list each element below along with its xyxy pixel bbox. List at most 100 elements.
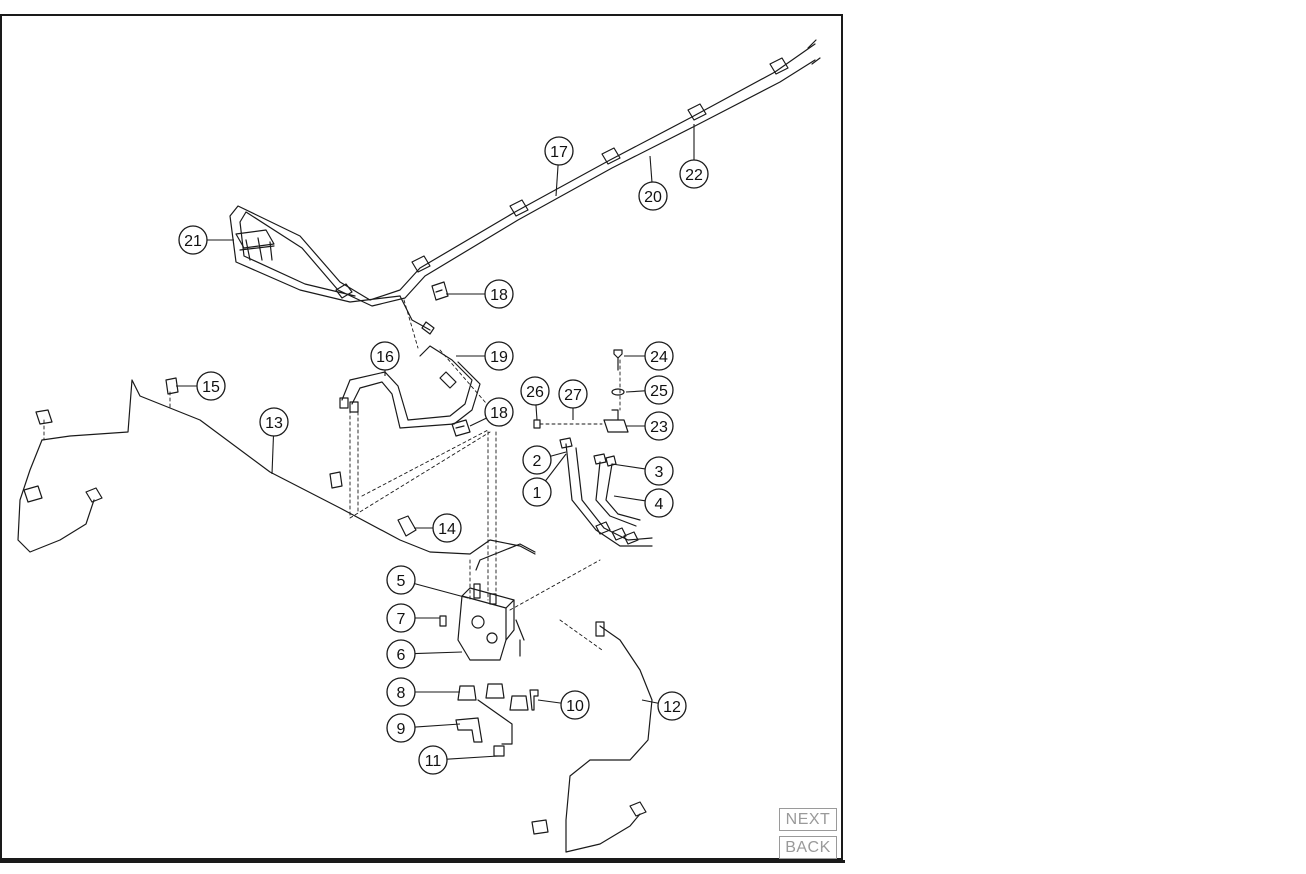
callout-26: 26 bbox=[520, 376, 550, 421]
callout-leader bbox=[469, 417, 487, 427]
callout-number: 18 bbox=[490, 405, 508, 422]
pipes-1-4 bbox=[559, 437, 653, 547]
callout-circle bbox=[638, 181, 668, 211]
callout-circle bbox=[644, 341, 674, 371]
callout-22: 22 bbox=[679, 124, 709, 189]
callout-number: 6 bbox=[397, 647, 406, 664]
callout-number: 11 bbox=[425, 753, 442, 770]
callout-number: 20 bbox=[644, 189, 662, 206]
callout-25: 25 bbox=[625, 375, 674, 405]
callout-23: 23 bbox=[626, 411, 674, 441]
callout-number: 17 bbox=[550, 144, 568, 161]
callout-circle bbox=[386, 603, 416, 633]
callout-number: 23 bbox=[650, 419, 668, 436]
callout-circle bbox=[558, 379, 588, 409]
callout-circle bbox=[560, 690, 590, 720]
diagram-frame bbox=[0, 14, 843, 860]
callout-21: 21 bbox=[178, 225, 234, 255]
callout-number: 3 bbox=[655, 464, 664, 481]
callout-15: 15 bbox=[176, 371, 226, 401]
callout-number: 25 bbox=[650, 383, 668, 400]
callout-number: 27 bbox=[564, 387, 582, 404]
callout-circle bbox=[679, 159, 709, 189]
callout-number: 18 bbox=[490, 287, 508, 304]
callout-number: 14 bbox=[438, 521, 456, 538]
callout-circle bbox=[522, 445, 552, 475]
callout-leader bbox=[271, 435, 275, 475]
callout-number: 15 bbox=[202, 379, 220, 396]
callout-leader bbox=[611, 463, 646, 470]
pipe-13 bbox=[41, 379, 536, 555]
bolt-24 bbox=[613, 349, 623, 371]
callout-leader bbox=[625, 390, 646, 393]
callout-circle bbox=[386, 677, 416, 707]
callout-3: 3 bbox=[611, 456, 674, 486]
callout-number: 19 bbox=[490, 349, 508, 366]
callout-leader bbox=[555, 164, 559, 197]
callout-number: 12 bbox=[663, 699, 681, 716]
callout-5: 5 bbox=[386, 565, 469, 599]
bolt-7 bbox=[439, 615, 447, 627]
callout-leader bbox=[537, 699, 562, 704]
brake-line-diagram: 1234567891011121314151617181819202122232… bbox=[17, 39, 821, 853]
callout-circle bbox=[644, 375, 674, 405]
mount-8 bbox=[457, 685, 477, 701]
next-button[interactable]: NEXT bbox=[779, 808, 837, 831]
callout-number: 24 bbox=[650, 349, 668, 366]
callout-circle bbox=[386, 565, 416, 595]
callout-24: 24 bbox=[624, 341, 674, 371]
callout-13: 13 bbox=[259, 407, 289, 475]
callout-12: 12 bbox=[641, 691, 687, 721]
washer-25 bbox=[611, 388, 625, 396]
callout-circle bbox=[544, 136, 574, 166]
callout-leader bbox=[550, 451, 567, 457]
callout-number: 8 bbox=[397, 685, 406, 702]
callout-leader bbox=[414, 583, 469, 599]
bracket-23 bbox=[603, 409, 629, 433]
callout-27: 27 bbox=[558, 379, 588, 420]
callout-circle bbox=[644, 488, 674, 518]
callout-2: 2 bbox=[522, 445, 567, 475]
callout-11: 11 bbox=[418, 745, 499, 775]
callout-4: 4 bbox=[613, 488, 674, 518]
callout-leader bbox=[545, 453, 567, 482]
callout-number: 1 bbox=[533, 485, 542, 502]
pipe-12 bbox=[565, 625, 653, 853]
callout-19: 19 bbox=[456, 341, 514, 371]
callout-number: 16 bbox=[376, 349, 394, 366]
callout-circle bbox=[386, 639, 416, 669]
callout-leader bbox=[535, 404, 538, 421]
callout-circle bbox=[432, 513, 462, 543]
callout-number: 5 bbox=[397, 573, 406, 590]
back-button[interactable]: BACK bbox=[779, 836, 837, 859]
callout-leader bbox=[414, 723, 461, 728]
callout-leader bbox=[446, 755, 499, 760]
callout-circle bbox=[522, 477, 552, 507]
callout-circle bbox=[644, 411, 674, 441]
callout-leader bbox=[641, 699, 659, 704]
callout-circle bbox=[520, 376, 550, 406]
callout-leader bbox=[649, 155, 653, 183]
bolt-26 bbox=[533, 419, 541, 429]
callout-circle bbox=[259, 407, 289, 437]
bolt-11 bbox=[493, 745, 505, 757]
callout-group: 1234567891011121314151617181819202122232… bbox=[176, 124, 709, 775]
clip-18-upper bbox=[431, 281, 449, 301]
callout-number: 22 bbox=[685, 167, 703, 184]
callout-circle bbox=[386, 713, 416, 743]
callout-circle bbox=[657, 691, 687, 721]
callout-number: 26 bbox=[526, 384, 544, 401]
callout-circle bbox=[418, 745, 448, 775]
callout-circle bbox=[484, 279, 514, 309]
callout-17: 17 bbox=[544, 136, 574, 197]
callout-9: 9 bbox=[386, 713, 461, 743]
pipe-16 bbox=[341, 345, 473, 421]
callout-number: 7 bbox=[397, 611, 406, 628]
callout-number: 13 bbox=[265, 415, 283, 432]
callout-7: 7 bbox=[386, 603, 440, 633]
callout-16: 16 bbox=[370, 341, 400, 376]
hydraulic-unit bbox=[457, 543, 536, 661]
frame-bottom-rule bbox=[0, 860, 845, 863]
callout-circle bbox=[196, 371, 226, 401]
clip-18-lower bbox=[451, 419, 471, 437]
